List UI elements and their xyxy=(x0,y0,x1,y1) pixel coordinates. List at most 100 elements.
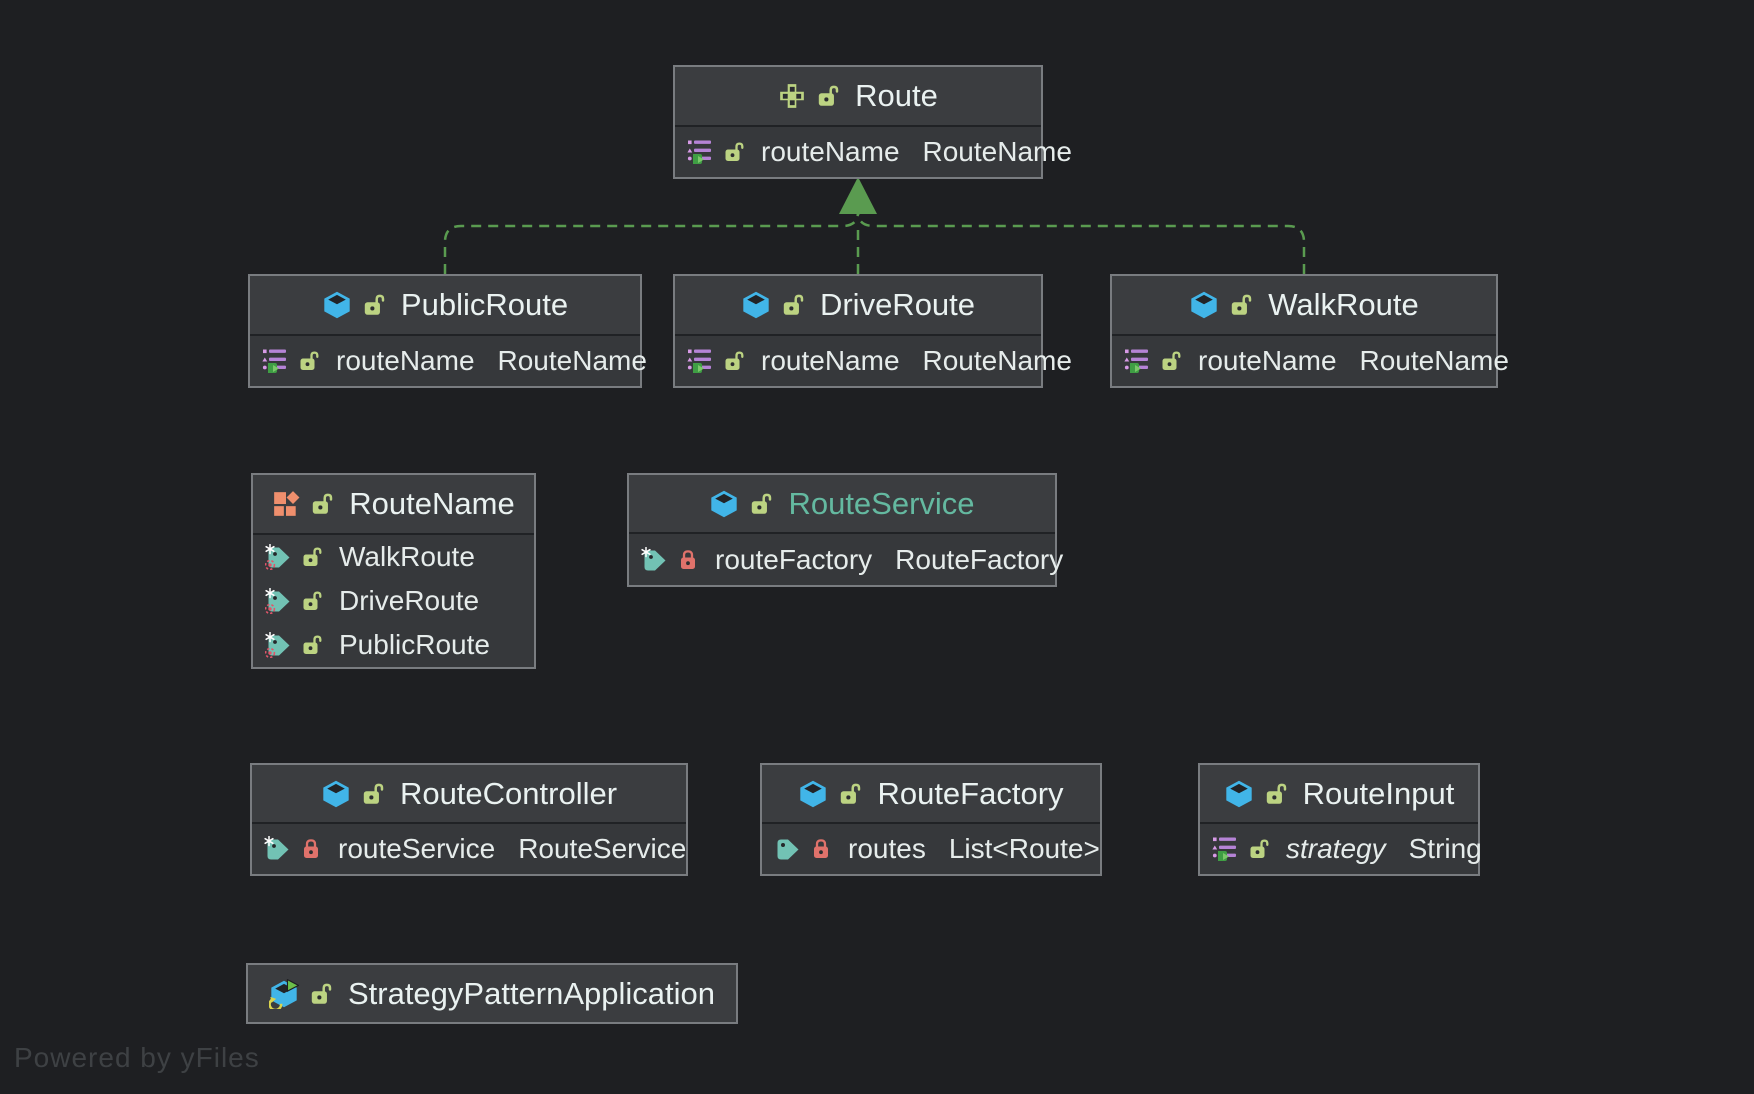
props-icon xyxy=(1124,348,1150,374)
node-title: WalkRoute xyxy=(1268,287,1419,322)
member-row[interactable]: routeFactory RouteFactory xyxy=(629,534,1063,585)
public-lock-icon xyxy=(300,633,324,657)
private-lock-icon xyxy=(809,837,833,861)
class-node-application[interactable]: StrategyPatternApplication xyxy=(246,963,738,1024)
public-lock-icon xyxy=(1228,292,1254,318)
public-lock-icon xyxy=(1247,837,1271,861)
node-header-application[interactable]: StrategyPatternApplication xyxy=(248,965,736,1022)
member-type: RouteName xyxy=(1359,345,1509,376)
public-lock-icon xyxy=(297,349,321,373)
node-members-walk-route: routeName RouteName xyxy=(1112,334,1509,386)
class-icon xyxy=(1224,779,1254,809)
props-icon xyxy=(687,139,713,165)
member-row[interactable]: strategy String xyxy=(1200,824,1482,874)
node-title: RouteController xyxy=(399,775,618,811)
class-node-walk-route[interactable]: WalkRoute routeName RouteName xyxy=(1110,274,1509,388)
member-type: RouteService xyxy=(518,833,687,864)
node-title: DriveRoute xyxy=(819,287,976,322)
class-node-public-route[interactable]: PublicRoute routeName RouteName xyxy=(248,274,647,388)
class-icon xyxy=(741,290,771,320)
private-lock-icon xyxy=(676,548,700,572)
public-lock-icon xyxy=(837,781,863,807)
node-members-route-input: strategy String xyxy=(1200,822,1482,874)
enum-icon xyxy=(272,490,300,518)
tag-icon xyxy=(774,836,800,862)
member-row[interactable]: WalkRoute xyxy=(253,535,534,579)
public-lock-icon xyxy=(360,781,386,807)
node-header-drive-route[interactable]: DriveRoute xyxy=(675,276,1041,334)
node-header-route-input[interactable]: RouteInput xyxy=(1200,765,1478,822)
public-lock-icon xyxy=(722,349,746,373)
member-row[interactable]: DriveRoute xyxy=(253,579,534,623)
node-title: RouteFactory xyxy=(877,775,1064,811)
member-name: routeFactory xyxy=(715,543,873,575)
node-header-route-name[interactable]: RouteName xyxy=(253,475,534,533)
member-name: routeName xyxy=(761,136,900,167)
member-row[interactable]: routes List<Route> xyxy=(762,824,1100,874)
node-title: PublicRoute xyxy=(400,287,569,322)
member-row[interactable]: routeName RouteName xyxy=(1112,336,1509,386)
node-members-route-service: routeFactory RouteFactory xyxy=(629,532,1063,585)
public-lock-icon xyxy=(780,292,806,318)
node-header-route-service[interactable]: RouteService xyxy=(629,475,1055,532)
interface-icon xyxy=(778,82,806,110)
member-name: DriveRoute xyxy=(339,585,480,616)
public-lock-icon xyxy=(308,981,334,1007)
class-node-route-service[interactable]: RouteService routeFactory RouteFactory xyxy=(627,473,1063,587)
node-title: RouteName xyxy=(349,486,515,521)
member-type: String xyxy=(1408,833,1482,864)
tag-final-icon xyxy=(264,836,290,862)
node-header-walk-route[interactable]: WalkRoute xyxy=(1112,276,1496,334)
member-type: RouteName xyxy=(497,345,647,376)
class-icon xyxy=(1189,290,1219,320)
member-type: RouteFactory xyxy=(895,543,1064,575)
member-name: routes xyxy=(848,833,926,864)
node-header-public-route[interactable]: PublicRoute xyxy=(250,276,640,334)
public-lock-icon xyxy=(748,491,774,517)
member-row[interactable]: routeName RouteName xyxy=(250,336,647,386)
class-icon xyxy=(322,290,352,320)
class-icon xyxy=(798,779,828,809)
class-node-route-input[interactable]: RouteInput strategy String xyxy=(1198,763,1482,876)
node-title: RouteInput xyxy=(1302,775,1455,811)
public-lock-icon xyxy=(361,292,387,318)
class-node-route-factory[interactable]: RouteFactory routes List<Route> xyxy=(760,763,1102,876)
props-icon xyxy=(687,348,713,374)
tag-final-icon xyxy=(641,546,667,573)
member-row[interactable]: PublicRoute xyxy=(253,623,534,667)
node-header-route[interactable]: Route xyxy=(675,67,1041,125)
member-type: RouteName xyxy=(922,345,1072,376)
member-name: PublicRoute xyxy=(339,629,490,660)
class-node-route[interactable]: Route routeName RouteName xyxy=(673,65,1072,179)
member-row[interactable]: routeName RouteName xyxy=(675,127,1072,177)
public-lock-icon xyxy=(1159,349,1183,373)
member-name: strategy xyxy=(1286,833,1386,864)
private-lock-icon xyxy=(299,837,323,861)
member-type: RouteName xyxy=(922,136,1072,167)
member-name: routeName xyxy=(1198,345,1337,376)
node-members-route-factory: routes List<Route> xyxy=(762,822,1100,874)
node-title: Route xyxy=(855,78,938,113)
member-name: routeName xyxy=(336,345,475,376)
node-header-route-controller[interactable]: RouteController xyxy=(252,765,686,822)
node-members-public-route: routeName RouteName xyxy=(250,334,647,386)
node-title: StrategyPatternApplication xyxy=(347,975,716,1011)
class-icon xyxy=(321,779,351,809)
public-lock-icon xyxy=(300,589,324,613)
member-type: List<Route> xyxy=(948,833,1100,864)
node-header-route-factory[interactable]: RouteFactory xyxy=(762,765,1100,822)
props-icon xyxy=(262,348,288,374)
public-lock-icon xyxy=(1263,781,1289,807)
main-class-icon xyxy=(268,978,299,1009)
public-lock-icon xyxy=(309,491,335,517)
